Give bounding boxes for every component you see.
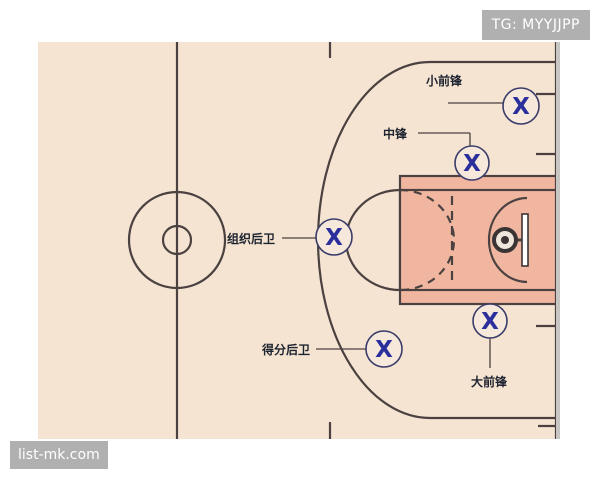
marker-point-guard-x: X: [325, 225, 343, 251]
marker-center: X: [454, 145, 490, 181]
center-circle-outer: [127, 190, 227, 290]
marker-point-guard: X: [315, 218, 353, 256]
label-center: 中锋: [383, 126, 408, 141]
label-small-forward: 小前锋: [426, 73, 463, 88]
marker-power-forward-x: X: [481, 309, 499, 335]
marker-center-x: X: [463, 151, 481, 177]
marker-power-forward: X: [472, 303, 508, 339]
marker-shooting-guard-x: X: [375, 337, 393, 363]
label-power-forward: 大前锋: [471, 374, 508, 389]
backboard: [521, 213, 529, 267]
marker-small-forward: X: [502, 87, 540, 125]
marker-shooting-guard: X: [365, 330, 403, 368]
center-circle-inner: [161, 224, 193, 256]
restricted-area-arc: [487, 196, 528, 284]
court-right-edge: [556, 42, 560, 439]
label-shooting-guard: 得分后卫: [261, 342, 310, 357]
watermark-top-right: TG: MYYJJPP: [481, 10, 590, 40]
hoop-center: [501, 236, 509, 244]
watermark-bottom-left: list-mk.com: [10, 441, 108, 469]
label-point-guard: 组织后卫: [227, 231, 275, 246]
marker-small-forward-x: X: [512, 94, 530, 120]
free-throw-lane-inner: [398, 188, 558, 292]
